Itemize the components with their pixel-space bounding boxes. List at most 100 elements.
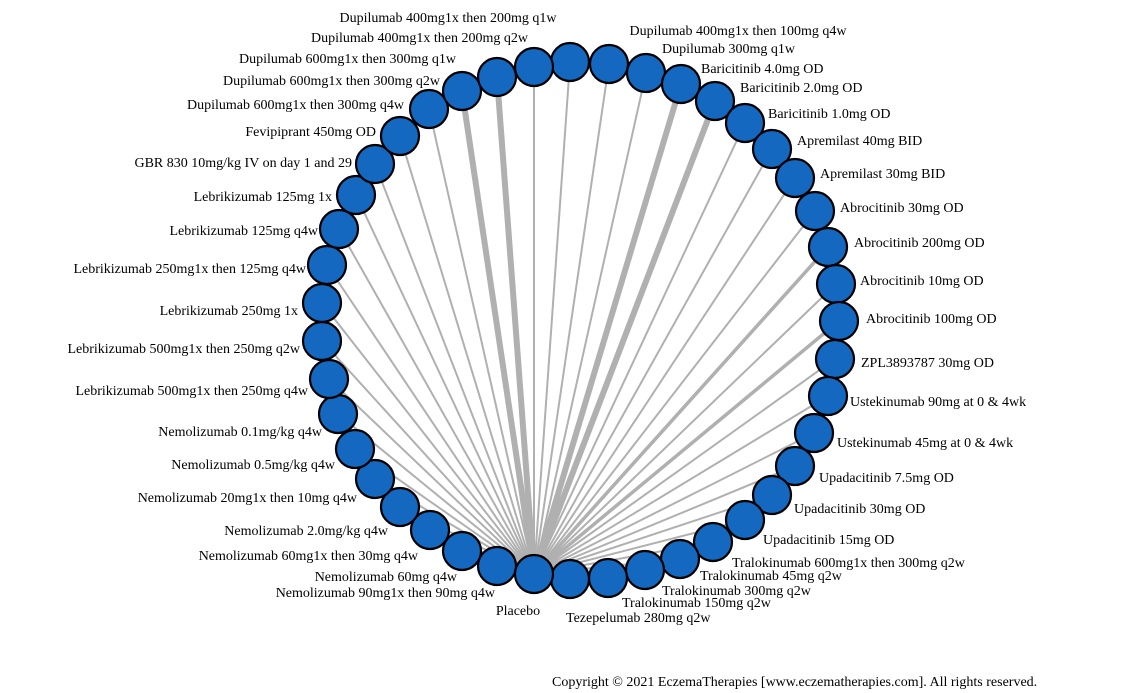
placebo-label: Placebo — [496, 604, 540, 619]
treatment-label: Tralokinumab 45mg q2w — [700, 569, 843, 584]
edge-placebo-to-treatment — [531, 98, 718, 577]
edge-placebo-to-treatment — [533, 210, 816, 575]
treatment-node — [588, 43, 630, 85]
treatment-label: Abrocitinib 100mg OD — [866, 312, 997, 327]
treatment-label: Baricitinib 1.0mg OD — [768, 107, 891, 122]
edge-placebo-to-treatment — [532, 319, 841, 576]
treatment-label: Tralokinumab 300mg q2w — [662, 584, 812, 599]
edge-placebo-to-treatment — [533, 395, 829, 575]
edge-placebo-to-treatment — [374, 163, 535, 575]
treatment-node — [476, 545, 518, 587]
edge-placebo-to-treatment — [399, 135, 535, 575]
edge-placebo-to-treatment — [355, 194, 535, 575]
edge-placebo-to-treatment — [531, 81, 684, 577]
treatment-node — [306, 244, 348, 286]
treatment-node — [301, 282, 343, 324]
placebo-node — [513, 553, 555, 595]
treatment-node — [818, 300, 860, 342]
treatment-label: Lebrikizumab 250mg1x then 125mg q4w — [73, 262, 306, 277]
treatment-label: Fevipiprant 450mg OD — [245, 125, 376, 140]
treatment-node — [724, 102, 766, 144]
edge-placebo-to-treatment — [321, 340, 535, 575]
node-layer — [301, 41, 860, 600]
treatment-node — [624, 549, 666, 591]
edge-placebo-to-treatment — [533, 61, 571, 575]
treatment-node — [660, 63, 702, 105]
treatment-label: Dupilumab 600mg1x then 300mg q1w — [239, 52, 457, 67]
treatment-label: Nemolizumab 0.1mg/kg q4w — [158, 425, 323, 440]
treatment-node — [317, 393, 359, 435]
treatment-node — [793, 412, 835, 454]
treatment-label: Dupilumab 600mg1x then 300mg q4w — [187, 98, 405, 113]
edge-placebo-to-treatment — [459, 88, 537, 577]
treatment-label: Upadacitinib 15mg OD — [763, 533, 894, 548]
treatment-label: Dupilumab 600mg1x then 300mg q2w — [223, 74, 441, 89]
treatment-label: Tralokinumab 600mg1x then 300mg q2w — [732, 556, 966, 571]
treatment-label: Nemolizumab 0.5mg/kg q4w — [171, 458, 336, 473]
treatment-label: Ustekinumab 45mg at 0 & 4wk — [837, 436, 1013, 451]
treatment-node — [814, 338, 856, 380]
treatment-label: Lebrikizumab 500mg1x then 250mg q2w — [67, 342, 300, 357]
treatment-label: Baricitinib 4.0mg OD — [701, 62, 824, 77]
treatment-label: ZPL3893787 30mg OD — [861, 356, 994, 371]
treatment-node — [751, 474, 793, 516]
edge-placebo-to-treatment — [533, 122, 746, 575]
treatment-label: Abrocitinib 200mg OD — [854, 236, 985, 251]
edge-placebo-to-treatment — [533, 465, 796, 575]
treatment-node — [379, 486, 421, 528]
edge-placebo-to-treatment — [533, 72, 647, 575]
treatment-label: Lebrikizumab 125mg 1x — [194, 190, 332, 205]
treatment-label: Dupilumab 400mg1x then 200mg q2w — [311, 31, 529, 46]
edge-placebo-to-treatment — [326, 264, 535, 575]
edge-placebo-to-treatment — [533, 358, 836, 575]
treatment-label: Dupilumab 400mg1x then 200mg q1w — [340, 11, 558, 26]
treatment-node — [549, 558, 591, 600]
treatment-node — [308, 358, 350, 400]
treatment-node — [692, 521, 734, 563]
treatment-label: Nemolizumab 20mg1x then 10mg q4w — [138, 491, 358, 506]
treatment-node — [513, 46, 555, 88]
treatment-node — [625, 52, 667, 94]
treatment-label: Nemolizumab 60mg1x then 30mg q4w — [199, 549, 419, 564]
edge-placebo-to-treatment — [428, 108, 535, 575]
treatment-node — [408, 88, 450, 130]
label-layer: Dupilumab 400mg1x then 200mg q1wDupiluma… — [67, 11, 1026, 626]
treatment-node — [301, 320, 343, 362]
treatment-label: Dupilumab 300mg q1w — [662, 42, 796, 57]
treatment-node — [751, 128, 793, 170]
treatment-node — [694, 80, 736, 122]
treatment-label: Lebrikizumab 125mg q4w — [169, 224, 318, 239]
treatment-node — [774, 157, 816, 199]
treatment-label: Tralokinumab 150mg q2w — [622, 596, 772, 611]
edge-placebo-to-treatment — [328, 378, 535, 575]
treatment-label: Baricitinib 2.0mg OD — [740, 81, 863, 96]
treatment-node — [476, 56, 518, 98]
treatment-label: Ustekinumab 90mg at 0 & 4wk — [850, 395, 1026, 410]
treatment-label: Abrocitinib 10mg OD — [860, 274, 984, 289]
edge-placebo-to-treatment — [533, 177, 796, 575]
treatment-node — [815, 263, 857, 305]
edge-placebo-to-treatment — [338, 228, 535, 575]
treatment-label: Nemolizumab 2.0mg/kg q4w — [224, 524, 389, 539]
treatment-node — [334, 428, 376, 470]
treatment-node — [774, 445, 816, 487]
treatment-node — [807, 226, 849, 268]
edge-placebo-to-treatment — [533, 148, 773, 575]
treatment-label: Lebrikizumab 500mg1x then 250mg q4w — [75, 384, 308, 399]
edge-placebo-to-treatment — [321, 302, 535, 575]
treatment-node — [409, 509, 451, 551]
treatment-node — [441, 70, 483, 112]
treatment-node — [379, 115, 421, 157]
treatment-label: Abrocitinib 30mg OD — [840, 201, 964, 216]
treatment-node — [794, 190, 836, 232]
treatment-node — [587, 557, 629, 599]
edge-placebo-to-treatment — [494, 74, 537, 577]
copyright-notice: Copyright © 2021 EczemaTherapies [www.ec… — [552, 675, 1038, 690]
treatment-node — [335, 174, 377, 216]
edge-placebo-to-treatment — [533, 432, 815, 575]
treatment-label: GBR 830 10mg/kg IV on day 1 and 29 — [134, 156, 352, 171]
treatment-node — [354, 458, 396, 500]
treatment-label: Tezepelumab 280mg q2w — [566, 611, 711, 626]
treatment-label: Apremilast 30mg BID — [820, 167, 945, 182]
